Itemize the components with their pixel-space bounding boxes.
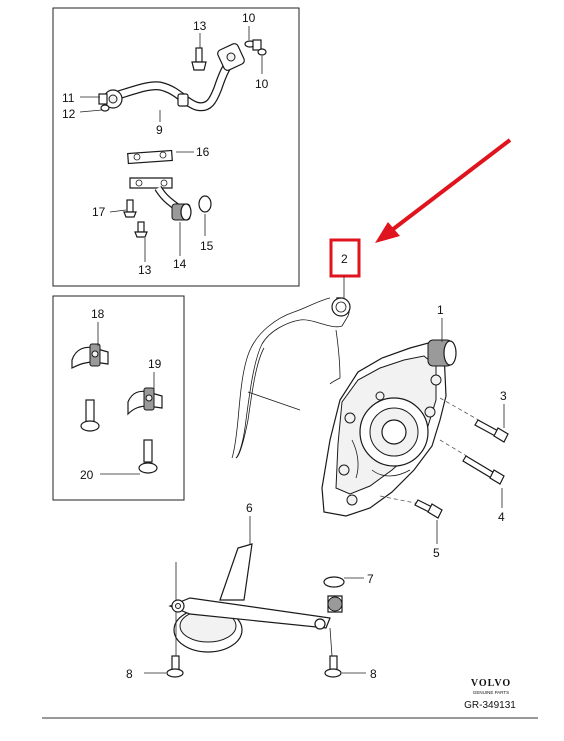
part-9-oil-pipe[interactable] (103, 42, 246, 112)
callout-4: 4 (498, 510, 505, 524)
callout-10-top: 10 (242, 11, 256, 25)
part-10-washers[interactable] (244, 39, 267, 56)
part-4-bolt[interactable] (462, 455, 505, 485)
callout-8-left: 8 (126, 667, 133, 681)
callout-13-lower: 13 (138, 263, 152, 277)
part-16-gasket[interactable] (127, 149, 173, 165)
part-6-oil-pickup[interactable] (168, 543, 343, 653)
callout-5: 5 (433, 546, 440, 560)
part-14-pipe-lower[interactable] (129, 177, 192, 221)
callout-10-right: 10 (255, 77, 269, 91)
callout-12: 12 (62, 107, 76, 121)
leaders-pump-bolts (436, 404, 505, 544)
part-1-oil-pump[interactable] (321, 339, 457, 517)
highlight-box-part-2[interactable] (329, 238, 361, 278)
assembly-lines (247, 391, 483, 505)
callout-9: 9 (156, 123, 163, 137)
callout-19: 19 (148, 357, 162, 371)
part-7-o-ring[interactable] (323, 576, 345, 588)
reference-code: GR-349131 (464, 700, 516, 711)
part-8-bolt-right[interactable] (324, 655, 342, 678)
callout-labels: 13 10 10 11 12 9 16 17 15 14 13 18 19 20… (62, 11, 507, 681)
leaders-left-box (97, 322, 155, 475)
callout-7: 7 (367, 572, 374, 586)
part-2-gasket[interactable] (231, 297, 351, 459)
part-13-bolt-lower[interactable] (134, 221, 148, 238)
part-5-bolt[interactable] (414, 499, 443, 519)
callout-3: 3 (500, 389, 507, 403)
callout-16: 16 (196, 145, 210, 159)
callout-17: 17 (92, 205, 106, 219)
callout-2: 2 (341, 252, 348, 266)
part-20-bolt-right[interactable] (138, 439, 158, 474)
callout-11: 11 (62, 91, 75, 105)
inset-box-brackets (52, 295, 185, 501)
part-20-bolt-left[interactable] (80, 399, 100, 432)
callout-8-right: 8 (370, 667, 377, 681)
leaders-pickup (144, 516, 366, 674)
callout-6: 6 (246, 501, 253, 515)
part-13-bolt-top[interactable] (191, 47, 207, 71)
callout-18: 18 (91, 307, 105, 321)
part-3-bolt[interactable] (474, 419, 509, 443)
callout-15: 15 (200, 239, 214, 253)
callout-20: 20 (80, 468, 94, 482)
volvo-logo: VOLVO (471, 678, 511, 689)
inset-box-oil-pipe (52, 7, 300, 287)
callout-13-top: 13 (193, 19, 207, 33)
part-18-bracket[interactable] (71, 343, 109, 369)
leaders-top-box (79, 26, 263, 262)
callout-14: 14 (173, 257, 187, 271)
volvo-logo-sub: GENUINE PARTS (473, 690, 509, 695)
part-15-o-ring[interactable] (198, 195, 212, 213)
brand-block: VOLVO GENUINE PARTS GR-349131 (464, 678, 516, 711)
part-8-bolt-left[interactable] (166, 655, 184, 678)
part-11-12-banjo[interactable] (98, 93, 110, 112)
part-19-bracket[interactable] (127, 387, 163, 416)
part-17-bolt[interactable] (123, 199, 137, 218)
callout-1: 1 (437, 303, 444, 317)
highlight-arrow (375, 138, 512, 243)
